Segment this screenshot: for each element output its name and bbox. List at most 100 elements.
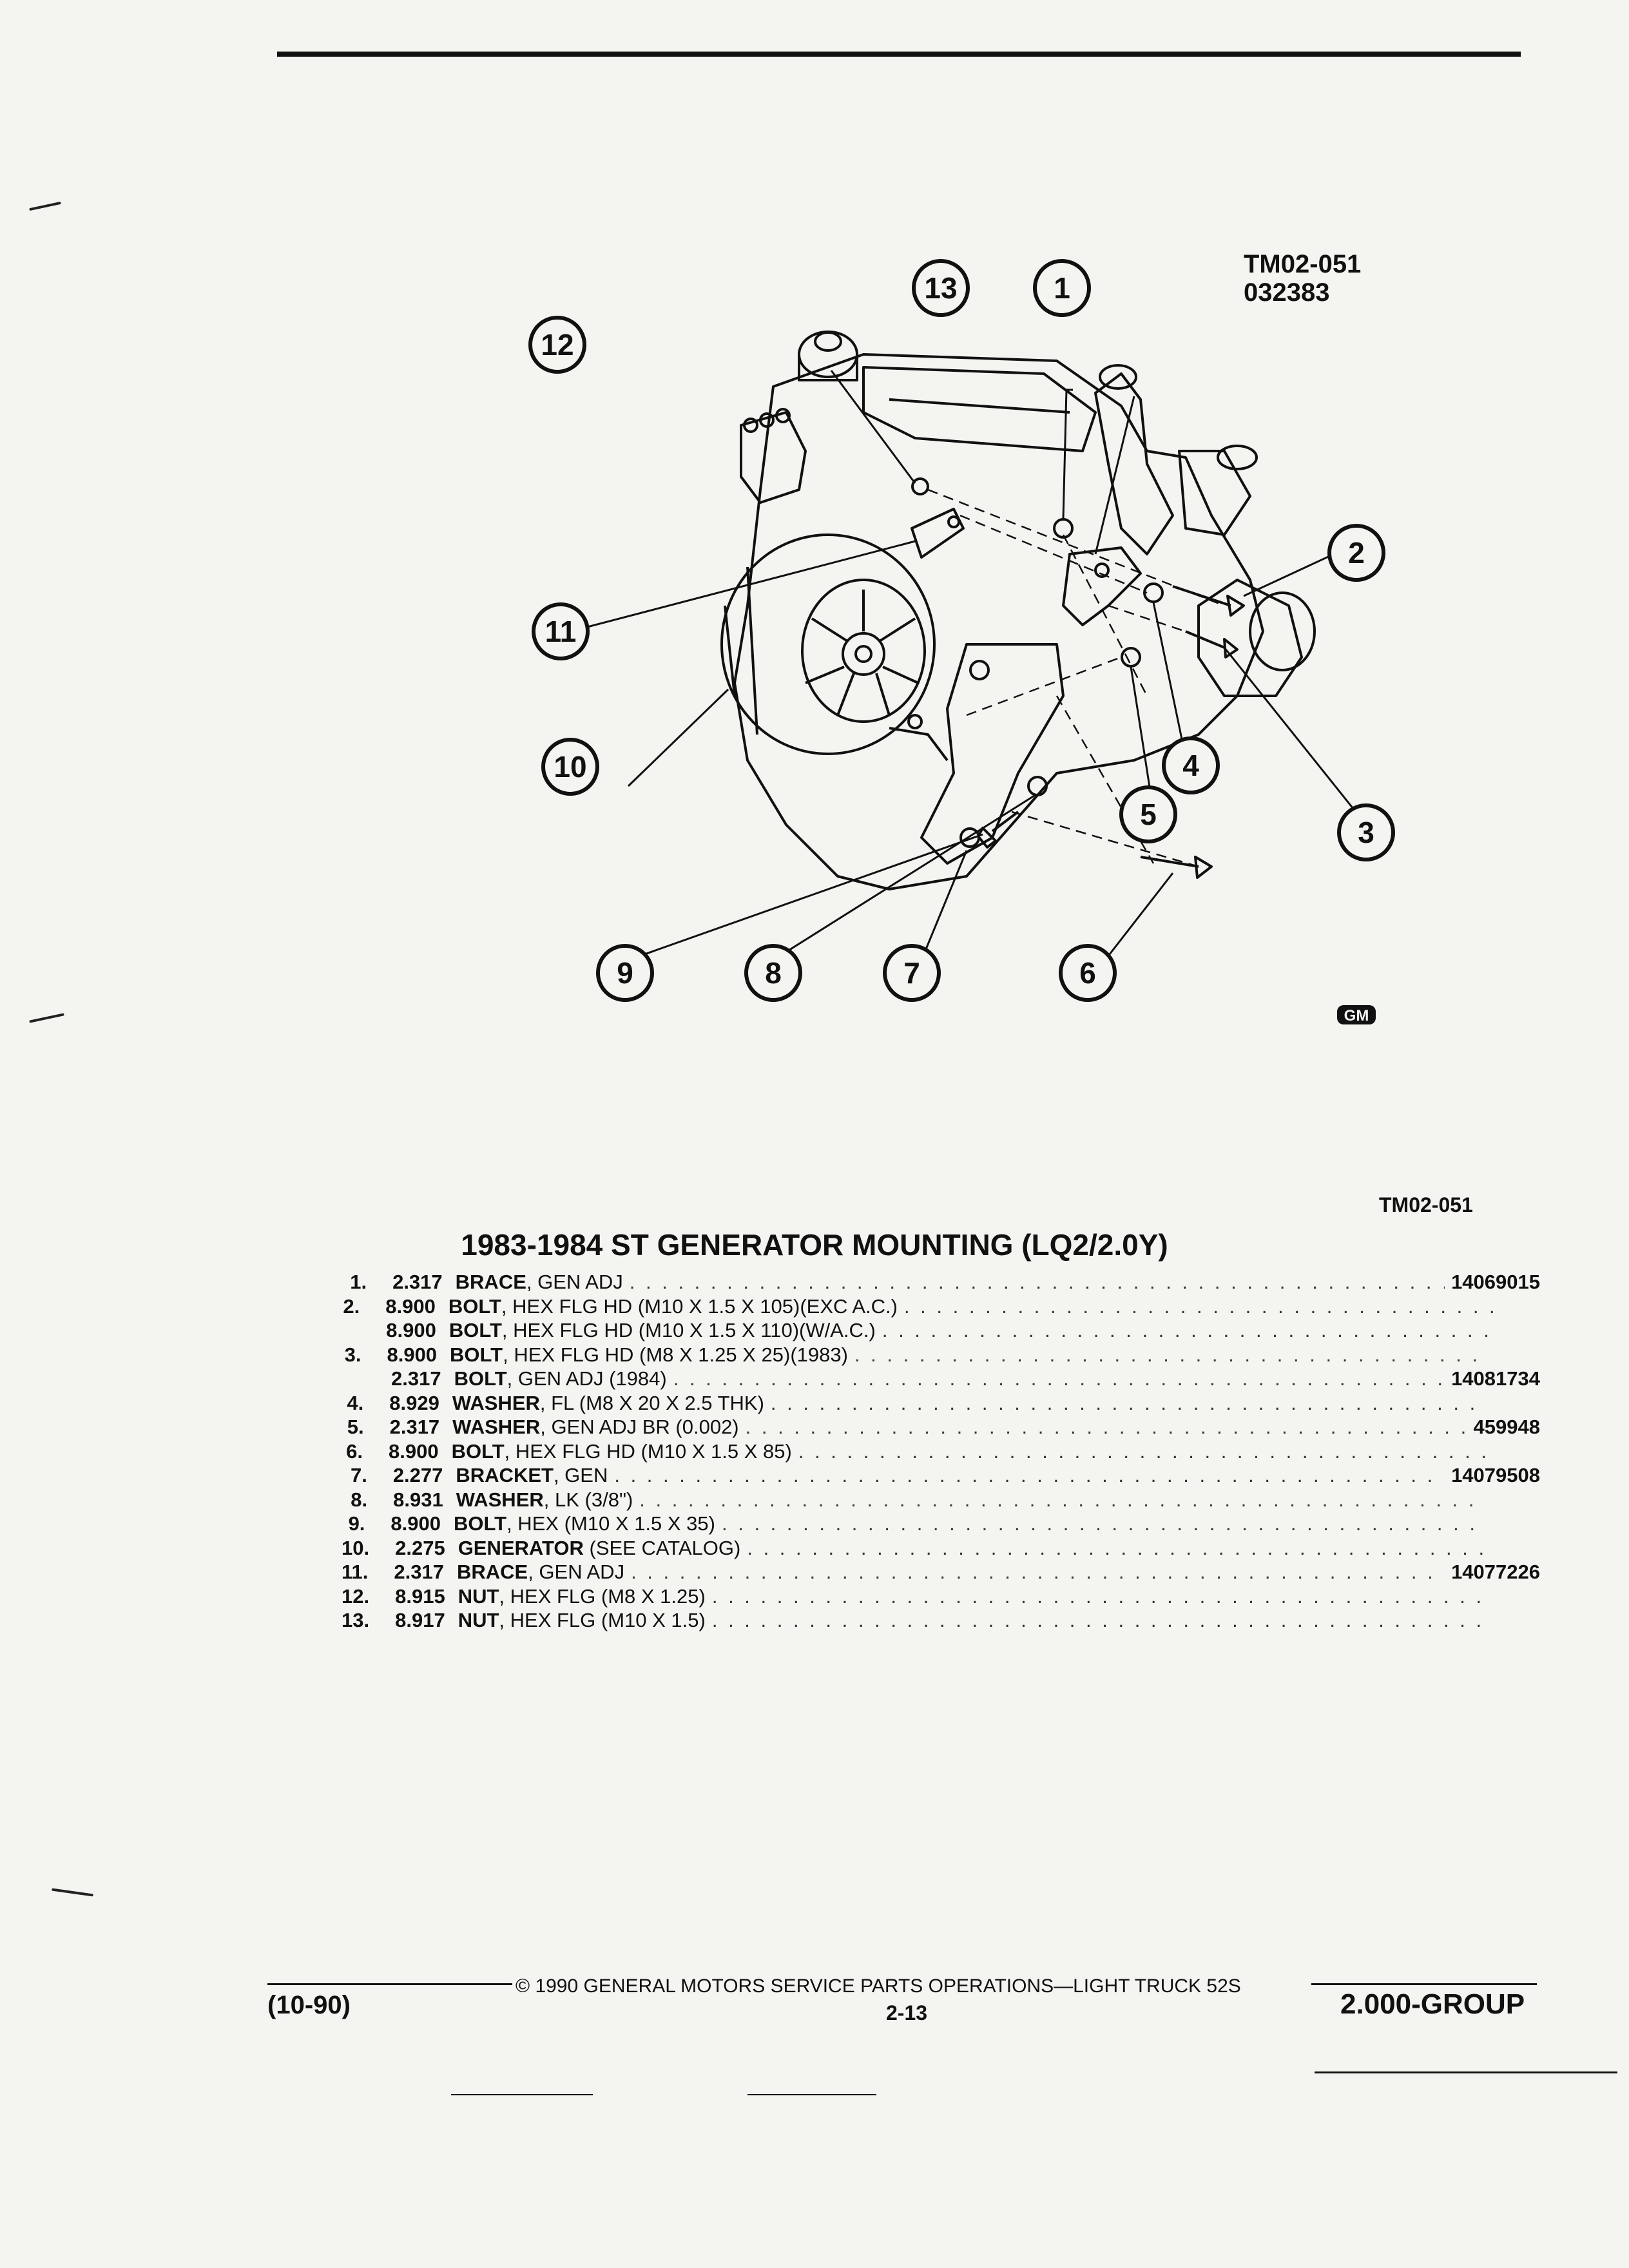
item-number: 13. [342, 1609, 370, 1631]
part-number: 14079508 [1451, 1464, 1540, 1486]
washer-4 [1143, 582, 1164, 603]
part-description: BOLT, HEX (M10 X 1.5 X 35) [441, 1512, 715, 1535]
leader-dots [854, 1343, 1490, 1367]
part-detail: , LK (3/8") [543, 1488, 633, 1511]
callout-11: 11 [532, 602, 590, 660]
part-description: BOLT, HEX FLG HD (M10 X 1.5 X 85) [439, 1440, 792, 1463]
part-description: GENERATOR (SEE CATALOG) [445, 1537, 741, 1560]
part-detail: , GEN ADJ [526, 1271, 623, 1293]
section-title: 1983-1984 ST GENERATOR MOUNTING (LQ2/2.0… [461, 1228, 1168, 1262]
leader-dots [771, 1392, 1485, 1415]
oil-filler-cap [798, 331, 858, 378]
page-number: 2-13 [886, 2001, 928, 2024]
part-number: 14081734 [1451, 1367, 1540, 1390]
part-description: BRACE, GEN ADJ [444, 1561, 624, 1584]
part-number: 14069015 [1451, 1271, 1540, 1293]
part-name: BOLT [448, 1319, 502, 1341]
leader-dots [631, 1561, 1445, 1584]
footer-group: 2.000-GROUP [1340, 1988, 1525, 2020]
thermostat-housing [1094, 372, 1174, 555]
item-number: 2. [343, 1294, 360, 1318]
group-number: 8.900 [388, 1439, 439, 1463]
item-number: 5. [347, 1416, 364, 1438]
callout-7: 7 [883, 944, 941, 1002]
scan-mark [52, 1888, 93, 1897]
footer-copyright: © 1990 GENERAL MOTORS SERVICE PARTS OPER… [516, 1975, 1241, 1997]
callout-8: 8 [744, 944, 802, 1002]
item-number: 6. [346, 1439, 363, 1463]
part-detail: , FL (M8 X 20 X 2.5 THK) [539, 1391, 764, 1414]
svg-text:1: 1 [1054, 271, 1070, 305]
generator-bracket [920, 643, 1065, 865]
scan-line [451, 2094, 593, 2095]
nut-12 [911, 477, 929, 495]
part-name: WASHER [452, 1416, 541, 1438]
part-detail: , HEX (M10 X 1.5 X 35) [506, 1512, 715, 1535]
header-rule [277, 52, 1521, 57]
part-description: WASHER, GEN ADJ BR (0.002) [439, 1416, 738, 1439]
leader-dots [746, 1416, 1467, 1439]
part-number: 14077226 [1451, 1561, 1540, 1583]
leader-dots [630, 1271, 1445, 1294]
part-detail: (SEE CATALOG) [583, 1536, 741, 1559]
item-number: 7. [350, 1464, 367, 1486]
callout-4: 4 [1162, 736, 1220, 794]
svg-text:9: 9 [617, 956, 633, 990]
leader-dots [712, 1585, 1481, 1608]
part-description: NUT, HEX FLG (M10 X 1.5) [445, 1609, 706, 1632]
item-number: 9. [348, 1512, 365, 1535]
water-pump-pulley [1249, 591, 1316, 671]
figure-reference: TM02-051 [1379, 1193, 1473, 1216]
distributor [740, 411, 807, 504]
footer-rule-left [267, 1983, 512, 1985]
callout-10: 10 [541, 738, 599, 796]
part-description: NUT, HEX FLG (M8 X 1.25) [445, 1585, 706, 1608]
group-number: 2.275 [395, 1536, 445, 1559]
item-number: 8. [351, 1488, 368, 1511]
callout-2: 2 [1327, 524, 1385, 582]
group-number: 8.900 [387, 1343, 438, 1366]
leader-dots [639, 1488, 1476, 1512]
leader-dots [882, 1319, 1492, 1342]
part-detail: , GEN ADJ BR (0.002) [540, 1416, 739, 1438]
part-description: BOLT, HEX FLG HD (M8 X 1.25 X 25)(1983) [437, 1343, 848, 1367]
part-description: BOLT, GEN ADJ (1984) [441, 1367, 667, 1390]
part-detail: , HEX FLG HD (M10 X 1.5 X 105)(EXC A.C.) [501, 1294, 898, 1318]
item-number: 12. [342, 1584, 370, 1608]
item-number: 4. [347, 1391, 364, 1414]
group-number: 8.915 [395, 1584, 445, 1608]
item-number: 3. [344, 1343, 361, 1366]
figure-code-block: TM02-051 032383 [1244, 250, 1361, 307]
water-pump [1197, 579, 1303, 697]
leader-dots [722, 1512, 1481, 1535]
group-number: 2.317 [389, 1416, 440, 1438]
part-name: BOLT [451, 1439, 505, 1463]
part-description: BRACKET, GEN [443, 1464, 608, 1487]
part-name: WASHER [452, 1391, 540, 1414]
group-number: 8.931 [393, 1488, 443, 1511]
leader-dots [747, 1537, 1483, 1560]
nut-13 [1053, 518, 1074, 539]
figure-code: TM02-051 [1244, 250, 1362, 278]
callout-5: 5 [1119, 785, 1177, 843]
exploded-view-diagram: 13 1 12 2 11 4 10 5 3 9 8 7 6 GM [528, 259, 1395, 1024]
part-name: BRACE [455, 1271, 526, 1293]
part-name: BOLT [448, 1294, 501, 1318]
generator-pulley [842, 632, 885, 676]
svg-text:2: 2 [1348, 536, 1365, 570]
generator-body [720, 533, 936, 755]
group-number: 8.900 [386, 1319, 436, 1341]
group-number: 2.317 [390, 1367, 441, 1390]
item-number: 1. [350, 1271, 367, 1293]
svg-text:11: 11 [545, 615, 577, 648]
